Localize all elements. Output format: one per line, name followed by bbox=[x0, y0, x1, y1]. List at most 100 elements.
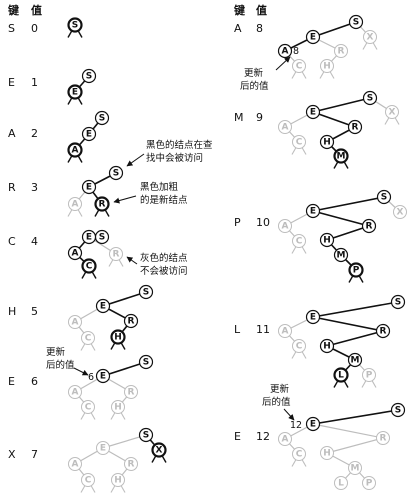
step-value: 2 bbox=[31, 127, 38, 140]
null-link bbox=[80, 412, 86, 420]
annotation-line: 不会被访问 bbox=[140, 265, 188, 277]
tree-node-label: R bbox=[99, 200, 106, 210]
tree-node-unvisited bbox=[278, 324, 292, 338]
null-link bbox=[301, 147, 307, 155]
annotation-line: 后的值 bbox=[46, 359, 75, 371]
tree-node-unvisited bbox=[278, 120, 292, 134]
tree-step-insert-s: S bbox=[67, 17, 83, 38]
step-key: M bbox=[234, 111, 244, 124]
step-key: L bbox=[234, 323, 241, 336]
annotation-arrow bbox=[126, 256, 138, 265]
annotation-line: 更新 bbox=[46, 346, 66, 358]
tree-node-visited bbox=[347, 119, 363, 135]
annotation-updated-a8: 更新 后的值 8 bbox=[240, 46, 299, 92]
annotation-line: 更新 bbox=[244, 67, 264, 79]
tree-node-label: C bbox=[85, 403, 92, 413]
tree-node-label: X bbox=[397, 208, 404, 218]
tree-node-visited bbox=[305, 104, 321, 120]
tree-link bbox=[312, 196, 385, 212]
tree-node-label: R bbox=[113, 250, 120, 260]
tree-link bbox=[102, 291, 147, 307]
tree-node-label: E bbox=[310, 108, 316, 118]
null-link bbox=[77, 209, 83, 217]
tree-node-label: X bbox=[367, 33, 374, 43]
null-link bbox=[329, 71, 335, 79]
step-key: H bbox=[8, 305, 16, 318]
tree-link bbox=[102, 434, 147, 449]
tree-node-visited bbox=[375, 323, 391, 339]
step-value: 11 bbox=[256, 323, 270, 336]
tree-node-visited bbox=[81, 179, 97, 195]
tree-node-label: R bbox=[352, 123, 359, 133]
tree-node-unvisited bbox=[111, 473, 125, 487]
tree-node-visited bbox=[319, 232, 335, 248]
step-value: 6 bbox=[31, 375, 38, 388]
updated-value-label: 6 bbox=[88, 372, 94, 383]
step-key: E bbox=[8, 76, 15, 89]
tree-node-label: A bbox=[72, 388, 79, 398]
annotation-arrow bbox=[126, 153, 145, 167]
null-link bbox=[319, 71, 325, 79]
tree-node-unvisited bbox=[96, 441, 110, 455]
tree-node-label: H bbox=[114, 333, 122, 343]
tree-node-visited bbox=[305, 203, 321, 219]
tree-node-new bbox=[110, 329, 126, 345]
tree-node-unvisited bbox=[320, 59, 334, 73]
step-key: P bbox=[234, 216, 241, 229]
tree-node-unvisited bbox=[124, 457, 138, 471]
null-link bbox=[120, 412, 126, 420]
tree-node-label: M bbox=[351, 464, 360, 474]
tree-node-label: X bbox=[156, 446, 163, 456]
tree-link bbox=[312, 316, 384, 332]
tree-node-label: S bbox=[113, 169, 119, 179]
annotation-arrow bbox=[73, 367, 89, 376]
annotation-line: 的是新结点 bbox=[140, 194, 188, 206]
tree-node-visited bbox=[108, 165, 124, 181]
null-link bbox=[67, 209, 73, 217]
tree-node-unvisited bbox=[81, 331, 95, 345]
tree-node-label: H bbox=[114, 476, 122, 486]
tree-node-label: L bbox=[338, 479, 344, 489]
tree-node-new bbox=[151, 442, 167, 458]
tree-node-label: A bbox=[72, 249, 79, 259]
tree-node-label: C bbox=[296, 342, 303, 352]
tree-node-unvisited bbox=[81, 400, 95, 414]
step-value: 12 bbox=[256, 430, 270, 443]
tree-node-visited bbox=[319, 338, 335, 354]
tree-node-visited bbox=[319, 134, 335, 150]
annotation-line: 更新 bbox=[270, 383, 290, 395]
tree-node-label: M bbox=[337, 251, 346, 261]
step-key: E bbox=[8, 375, 15, 388]
tree-link bbox=[312, 423, 384, 439]
null-link bbox=[67, 30, 73, 38]
null-link bbox=[291, 71, 297, 79]
step-key: C bbox=[8, 235, 16, 248]
tree-node-label: R bbox=[128, 460, 135, 470]
tree-node-label: S bbox=[395, 298, 401, 308]
tree-node-unvisited bbox=[393, 205, 407, 219]
annotation-visited-black: 黑色的结点在查 找中会被访问 bbox=[126, 139, 213, 167]
tree-node-unvisited bbox=[376, 431, 390, 445]
step-value: 10 bbox=[256, 216, 270, 229]
tree-node-new bbox=[333, 148, 349, 164]
tree-node-unvisited bbox=[334, 44, 348, 58]
tree-node-visited bbox=[81, 229, 97, 245]
tree-node-label: C bbox=[296, 450, 303, 460]
tree-node-unvisited bbox=[292, 447, 306, 461]
tree-node-label: C bbox=[296, 237, 303, 247]
null-link bbox=[67, 97, 73, 105]
tree-node-unvisited bbox=[362, 368, 376, 382]
tree-node-label: M bbox=[351, 356, 360, 366]
null-link bbox=[90, 343, 96, 351]
tree-node-visited bbox=[138, 284, 154, 300]
tree-node-unvisited bbox=[348, 461, 362, 475]
tree-node-label: E bbox=[310, 33, 316, 43]
tree-link bbox=[326, 225, 370, 241]
